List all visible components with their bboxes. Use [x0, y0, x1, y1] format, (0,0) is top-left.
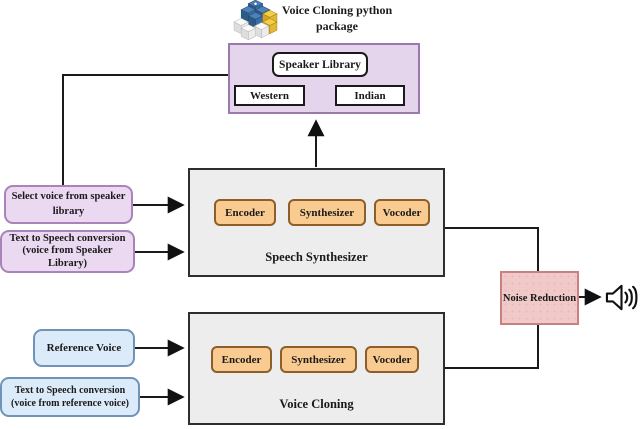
- cloning-encoder-box: Encoder: [211, 346, 272, 373]
- speaker-library-panel: Speaker Library Western Indian: [228, 43, 420, 114]
- voice-cloning-label: Voice Cloning: [279, 397, 354, 411]
- synthesizer-vocoder-box: Vocoder: [374, 199, 430, 226]
- tts-reference-voice-input-box: Text to Speech conversion (voice from re…: [0, 377, 140, 417]
- speech-synthesizer-panel: Encoder Synthesizer Vocoder Speech Synth…: [188, 168, 445, 277]
- western-option-box: Western: [234, 85, 305, 106]
- wire-library-to-select-voice: [62, 74, 228, 186]
- cloning-synthesizer-box: Synthesizer: [280, 346, 357, 373]
- speaker-sound-icon: [605, 284, 638, 311]
- page-title: Voice Cloning python package: [281, 3, 393, 33]
- speech-synthesizer-label: Speech Synthesizer: [265, 250, 368, 264]
- cloning-vocoder-box: Vocoder: [365, 346, 419, 373]
- indian-option-box: Indian: [335, 85, 405, 106]
- tts-speaker-library-input-box: Text to Speech conversion (voice from Sp…: [0, 230, 135, 273]
- reference-voice-input-box: Reference Voice: [33, 329, 135, 367]
- synthesizer-encoder-box: Encoder: [214, 199, 276, 226]
- speaker-library-box: Speaker Library: [272, 52, 368, 77]
- wire-synthesizer-to-noise-reduction: [445, 227, 539, 272]
- noise-reduction-box: Noise Reduction: [500, 271, 579, 325]
- voice-cloning-panel: Encoder Synthesizer Vocoder Voice Clonin…: [188, 312, 445, 425]
- wire-voice-cloning-to-noise-reduction: [445, 325, 539, 369]
- synthesizer-synthesizer-box: Synthesizer: [288, 199, 366, 226]
- python-logo-icon: [233, 0, 278, 41]
- select-voice-input-box: Select voice from speaker library: [4, 185, 133, 224]
